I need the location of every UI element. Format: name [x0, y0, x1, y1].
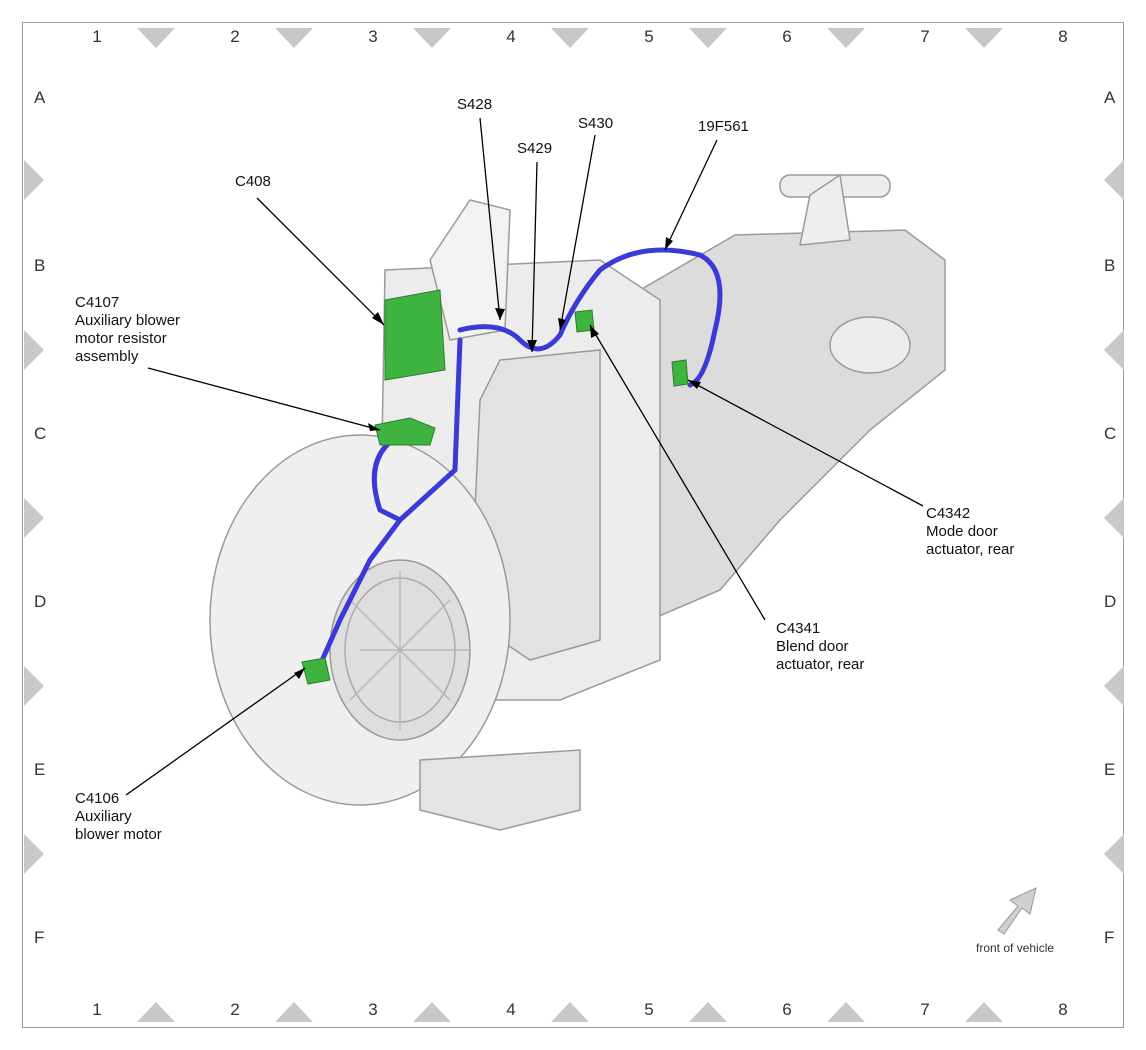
row-label: B: [34, 256, 46, 275]
row-label: A: [34, 88, 46, 107]
row-label: D: [34, 592, 47, 611]
col-label: 7: [920, 27, 930, 46]
callout-c4342: C4342 Mode door actuator, rear: [926, 505, 1015, 558]
col-label: 5: [644, 1000, 654, 1019]
front-arrow-icon: [997, 887, 1037, 935]
connector-c408: [384, 289, 446, 381]
col-label: 2: [230, 27, 240, 46]
connector-c4342: [671, 359, 689, 387]
arrowheads: [294, 237, 701, 679]
connector-c4107: [374, 417, 436, 446]
col-label: 8: [1058, 1000, 1068, 1019]
row-label: B: [1104, 256, 1116, 275]
hvac-housing: [209, 173, 946, 831]
leader-lines: [125, 117, 924, 796]
col-label: 1: [92, 1000, 102, 1019]
connectors: [301, 289, 689, 685]
connector-c4106: [301, 657, 331, 685]
grid-markers: [24, 28, 1124, 1022]
callout-19f561: 19F561: [698, 118, 749, 135]
col-label: 3: [368, 1000, 378, 1019]
front-of-vehicle-label: front of vehicle: [976, 941, 1055, 955]
col-label: 6: [782, 1000, 792, 1019]
row-label: C: [1104, 424, 1117, 443]
row-label: D: [1104, 592, 1117, 611]
row-label: E: [1104, 760, 1116, 779]
callout-c4106: C4106 Auxiliary blower motor: [75, 790, 162, 843]
callout-c4341: C4341 Blend door actuator, rear: [776, 620, 865, 673]
callout-c408: C408: [235, 173, 271, 190]
row-label: A: [1104, 88, 1116, 107]
col-label: 4: [506, 1000, 516, 1019]
col-label: 7: [920, 1000, 930, 1019]
col-label: 4: [506, 27, 516, 46]
callout-s429: S429: [517, 140, 553, 157]
callout-s430: S430: [578, 115, 614, 132]
col-label: 5: [644, 27, 654, 46]
col-label: 2: [230, 1000, 240, 1019]
col-label: 3: [368, 27, 378, 46]
callout-c4107: C4107 Auxiliary blower motor resistor as…: [75, 294, 181, 365]
row-label: F: [1104, 928, 1115, 947]
row-label: C: [34, 424, 47, 443]
col-label: 1: [92, 27, 102, 46]
callout-s428: S428: [457, 96, 493, 113]
row-label: F: [34, 928, 45, 947]
col-label: 6: [782, 27, 792, 46]
col-label: 8: [1058, 27, 1068, 46]
row-label: E: [34, 760, 46, 779]
